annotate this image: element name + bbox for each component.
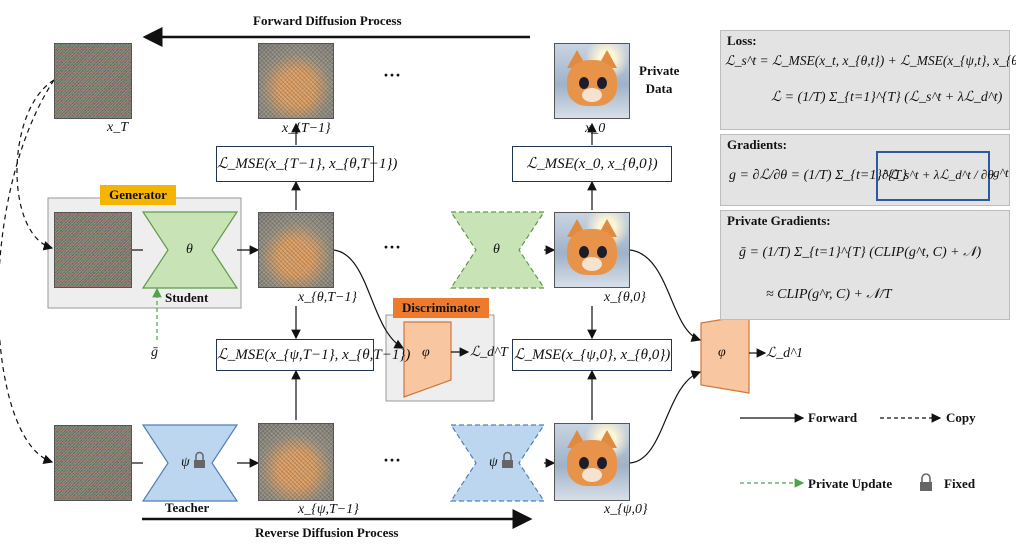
teacher-network [141, 424, 239, 502]
discriminator-param-label: φ [422, 345, 430, 360]
lock-icon [502, 451, 513, 468]
legend-fixed-label: Fixed [944, 476, 976, 491]
private-gradients-equation-2: ≈ CLIP(g^r, C) + 𝒩/T [766, 287, 892, 302]
label-x-psi-0: x_{ψ,0} [604, 502, 648, 517]
ellipsis-bottom: ··· [383, 450, 402, 470]
teacher-copy-param-label: ψ [489, 455, 498, 470]
teacher-image-x-psi-0 [554, 423, 630, 501]
discriminator-right-param-label: φ [718, 345, 726, 360]
teacher-param-label: ψ [181, 455, 190, 470]
teacher-image-x-psi-T1 [258, 423, 334, 501]
legend-copy-label: Copy [946, 410, 976, 425]
discriminator-tag: Discriminator [393, 298, 489, 318]
label-x0: x_0 [585, 121, 606, 136]
private-data-label: Private Data [639, 63, 680, 96]
noise-image-teacher-input [54, 425, 132, 501]
ellipsis-top: ··· [383, 65, 402, 85]
gradients-panel-title: Gradients: [727, 137, 787, 152]
discriminator-right-output-label: ℒ_d^1 [766, 346, 803, 361]
loss-panel-title: Loss: [727, 33, 757, 48]
loss-box-mse-psi-T1: ℒ_MSE(x_{ψ,T−1}, x_{θ,T−1}) [216, 339, 410, 371]
label-xT: x_T [107, 120, 128, 135]
gradients-output: g^t [993, 165, 1009, 180]
private-gradients-panel-title: Private Gradients: [727, 213, 831, 228]
noise-image-xT [54, 43, 132, 119]
label-xT1: x_{T−1} [282, 121, 331, 136]
private-gradients-panel: Private Gradients: ḡ = (1/T) Σ_{t=1}^{T}… [720, 210, 1010, 320]
generated-image-x-theta-0 [554, 212, 630, 288]
discriminator-output-label: ℒ_d^T [470, 345, 508, 360]
discriminator-network [403, 321, 452, 398]
gradients-equation: g = ∂ℒ/∂θ = (1/T) Σ_{t=1}^{T} [729, 168, 907, 183]
loss-equation-1: ℒ_s^t = ℒ_MSE(x_t, x_{θ,t}) + ℒ_MSE(x_{ψ… [725, 53, 1016, 68]
teacher-copy-network [449, 424, 546, 502]
ellipsis-middle: ··· [383, 237, 402, 257]
generator-tag: Generator [100, 185, 176, 205]
label-g-bar: ḡ [151, 345, 158, 360]
gradients-boxed-term: ∂ℒ_s^t + λℒ_d^t / ∂θ [876, 151, 994, 201]
legend-private-update-label: Private Update [808, 476, 893, 491]
generated-image-x-theta-T1 [258, 212, 334, 288]
student-network [141, 211, 239, 289]
loss-panel: Loss: ℒ_s^t = ℒ_MSE(x_t, x_{θ,t}) + ℒ_MS… [720, 30, 1016, 130]
label-x-theta-T1: x_{θ,T−1} [298, 290, 358, 305]
private-gradients-equation-1: ḡ = (1/T) Σ_{t=1}^{T} (CLIP(g^t, C) + 𝒩) [739, 245, 982, 260]
loss-equation-2: ℒ = (1/T) Σ_{t=1}^{T} (ℒ_s^t + λℒ_d^t) [771, 90, 1003, 105]
loss-box-mse-psi-0: ℒ_MSE(x_{ψ,0}, x_{θ,0}) [512, 339, 672, 371]
lock-icon [920, 473, 932, 491]
student-param-label: θ [186, 242, 193, 257]
student-copy-network [449, 211, 546, 289]
loss-box-mse-0: ℒ_MSE(x_0, x_{θ,0}) [512, 146, 672, 182]
reverse-diffusion-label: Reverse Diffusion Process [255, 525, 399, 540]
student-label: Student [165, 290, 209, 305]
lock-icon [194, 451, 205, 468]
noise-image-generator-input [54, 212, 132, 288]
gradients-panel: Gradients: g = ∂ℒ/∂θ = (1/T) Σ_{t=1}^{T}… [720, 134, 1010, 206]
label-x-theta-0: x_{θ,0} [604, 290, 646, 305]
label-x-psi-T1: x_{ψ,T−1} [298, 502, 359, 517]
legend-forward-label: Forward [808, 410, 858, 425]
teacher-label: Teacher [165, 500, 210, 515]
student-copy-param-label: θ [493, 242, 500, 257]
forward-diffusion-label: Forward Diffusion Process [253, 13, 402, 28]
private-image-x0 [554, 43, 630, 119]
noisy-image-xT1 [258, 43, 334, 119]
loss-box-mse-T1: ℒ_MSE(x_{T−1}, x_{θ,T−1}) [216, 146, 397, 182]
